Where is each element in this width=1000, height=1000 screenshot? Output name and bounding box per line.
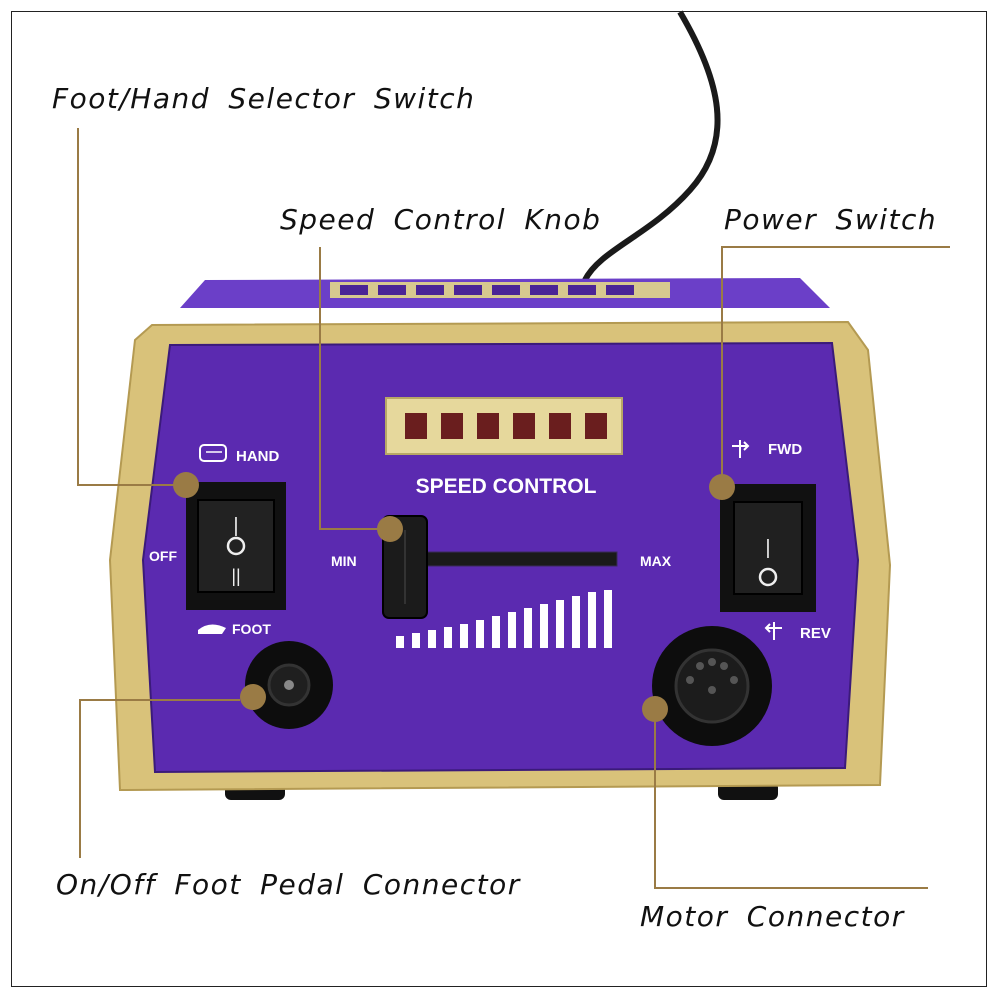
motor-connector-callout: Motor Connector xyxy=(640,900,905,933)
speed-indicator-cells xyxy=(405,413,607,439)
power-switch[interactable] xyxy=(733,501,803,595)
switch-mark-one: | xyxy=(233,515,238,537)
selector-switch-callout: Foot/Hand Selector Switch xyxy=(52,82,476,115)
max-label: MAX xyxy=(640,553,672,569)
min-label: MIN xyxy=(331,553,357,569)
rev-label: REV xyxy=(800,625,831,642)
power-cable xyxy=(582,10,721,282)
switch-mark-two: || xyxy=(231,566,240,586)
speed-slider-track xyxy=(419,551,618,567)
power-switch-callout: Power Switch xyxy=(724,203,938,236)
forward-icon xyxy=(732,440,750,458)
foot-pedal-icon xyxy=(198,624,226,634)
motor-socket-pins xyxy=(686,658,738,694)
off-label: OFF xyxy=(149,548,177,564)
speed-control-label: SPEED CONTROL xyxy=(416,475,597,498)
fwd-label: FWD xyxy=(768,441,802,458)
foot-connector-callout: On/Off Foot Pedal Connector xyxy=(56,868,521,901)
hand-icon xyxy=(199,444,227,462)
speed-knob-callout: Speed Control Knob xyxy=(280,203,602,236)
power-mark-one: | xyxy=(765,537,770,559)
foot-pedal-pin xyxy=(284,680,294,690)
reverse-icon xyxy=(764,622,782,640)
power-mark-zero xyxy=(758,567,778,587)
image-frame xyxy=(11,11,987,987)
switch-mark-zero xyxy=(226,536,246,556)
selector-switch[interactable] xyxy=(197,499,275,593)
hand-label: HAND xyxy=(236,448,279,465)
callout-dots xyxy=(173,472,735,722)
speed-ramp-bars xyxy=(396,590,612,648)
foot-label: FOOT xyxy=(232,621,271,637)
top-vents xyxy=(340,285,634,295)
callout-lines xyxy=(77,128,950,889)
